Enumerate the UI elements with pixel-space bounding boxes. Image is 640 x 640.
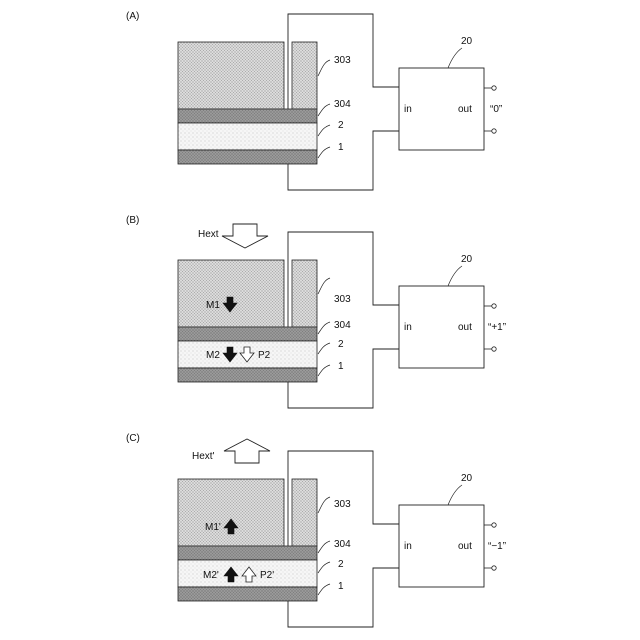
- leader-1: [318, 147, 330, 158]
- p2-label: P2: [258, 350, 271, 361]
- m1-label: M1': [205, 522, 221, 533]
- out-terminal-bottom: [492, 566, 496, 570]
- circuit-label: 20: [461, 36, 473, 47]
- out-terminal-top: [492, 304, 496, 308]
- leader-304: [318, 104, 330, 116]
- label-304: 304: [334, 320, 351, 331]
- in-label: in: [404, 541, 412, 552]
- circuit-leader: [448, 485, 462, 505]
- label-303: 303: [334, 294, 351, 305]
- layer-304: [178, 546, 317, 560]
- out-label: out: [458, 541, 472, 552]
- in-label: in: [404, 104, 412, 115]
- panel-c: (C) Hext' M1' M2' P2' 303 304 2 1 20 in: [126, 433, 506, 627]
- layer-stack: [178, 260, 317, 382]
- label-1: 1: [338, 142, 344, 153]
- out-label: out: [458, 322, 472, 333]
- layer-304: [178, 327, 317, 341]
- layer-303-right: [292, 42, 317, 109]
- layer-303-left: [178, 42, 284, 109]
- label-2: 2: [338, 339, 344, 350]
- leader-2: [318, 125, 330, 136]
- output-value: “0”: [490, 104, 502, 115]
- layer-304: [178, 109, 317, 123]
- output-value: “+1”: [488, 322, 506, 333]
- label-304: 304: [334, 99, 351, 110]
- m2-label: M2': [203, 570, 219, 581]
- panel-label: (C): [126, 433, 140, 444]
- field-label: Hext: [198, 229, 219, 240]
- layer-stack: [178, 42, 317, 164]
- layer-stack: [178, 479, 317, 601]
- output-value: “−1”: [488, 541, 506, 552]
- layer-1: [178, 368, 317, 382]
- field-arrow-down-icon: [222, 224, 268, 248]
- label-2: 2: [338, 120, 344, 131]
- label-2: 2: [338, 559, 344, 570]
- leader-304: [318, 541, 330, 553]
- layer-1: [178, 587, 317, 601]
- label-1: 1: [338, 361, 344, 372]
- panel-label: (B): [126, 215, 139, 226]
- label-304: 304: [334, 539, 351, 550]
- label-1: 1: [338, 581, 344, 592]
- out-label: out: [458, 104, 472, 115]
- out-terminal-top: [492, 86, 496, 90]
- leader-303: [318, 497, 330, 513]
- layer-2: [178, 123, 317, 150]
- leader-2: [318, 343, 330, 354]
- panel-label: (A): [126, 11, 139, 22]
- leader-1: [318, 365, 330, 376]
- layer-303-right: [292, 260, 317, 327]
- panel-b: (B) Hext M1 M2 P2 303 304 2 1 20 in: [126, 215, 506, 408]
- layer-303-right: [292, 479, 317, 546]
- out-terminal-top: [492, 523, 496, 527]
- circuit-leader: [448, 266, 462, 286]
- out-terminal-bottom: [492, 129, 496, 133]
- leader-304: [318, 322, 330, 334]
- leader-1: [318, 584, 330, 595]
- circuit-leader: [448, 48, 462, 68]
- leader-303: [318, 60, 330, 76]
- out-terminal-bottom: [492, 347, 496, 351]
- panel-a: (A) 303 304 2 1 20 in out “0”: [126, 11, 502, 190]
- label-303: 303: [334, 499, 351, 510]
- circuit-label: 20: [461, 254, 473, 265]
- leader-2: [318, 562, 330, 573]
- field-arrow-up-icon: [224, 439, 270, 463]
- leader-303: [318, 278, 330, 294]
- layer-303-left: [178, 260, 284, 327]
- field-label: Hext': [192, 451, 215, 462]
- circuit-label: 20: [461, 473, 473, 484]
- layer-303-left: [178, 479, 284, 546]
- label-303: 303: [334, 55, 351, 66]
- m2-label: M2: [206, 350, 220, 361]
- m1-label: M1: [206, 300, 220, 311]
- p2-label: P2': [260, 570, 274, 581]
- layer-1: [178, 150, 317, 164]
- in-label: in: [404, 322, 412, 333]
